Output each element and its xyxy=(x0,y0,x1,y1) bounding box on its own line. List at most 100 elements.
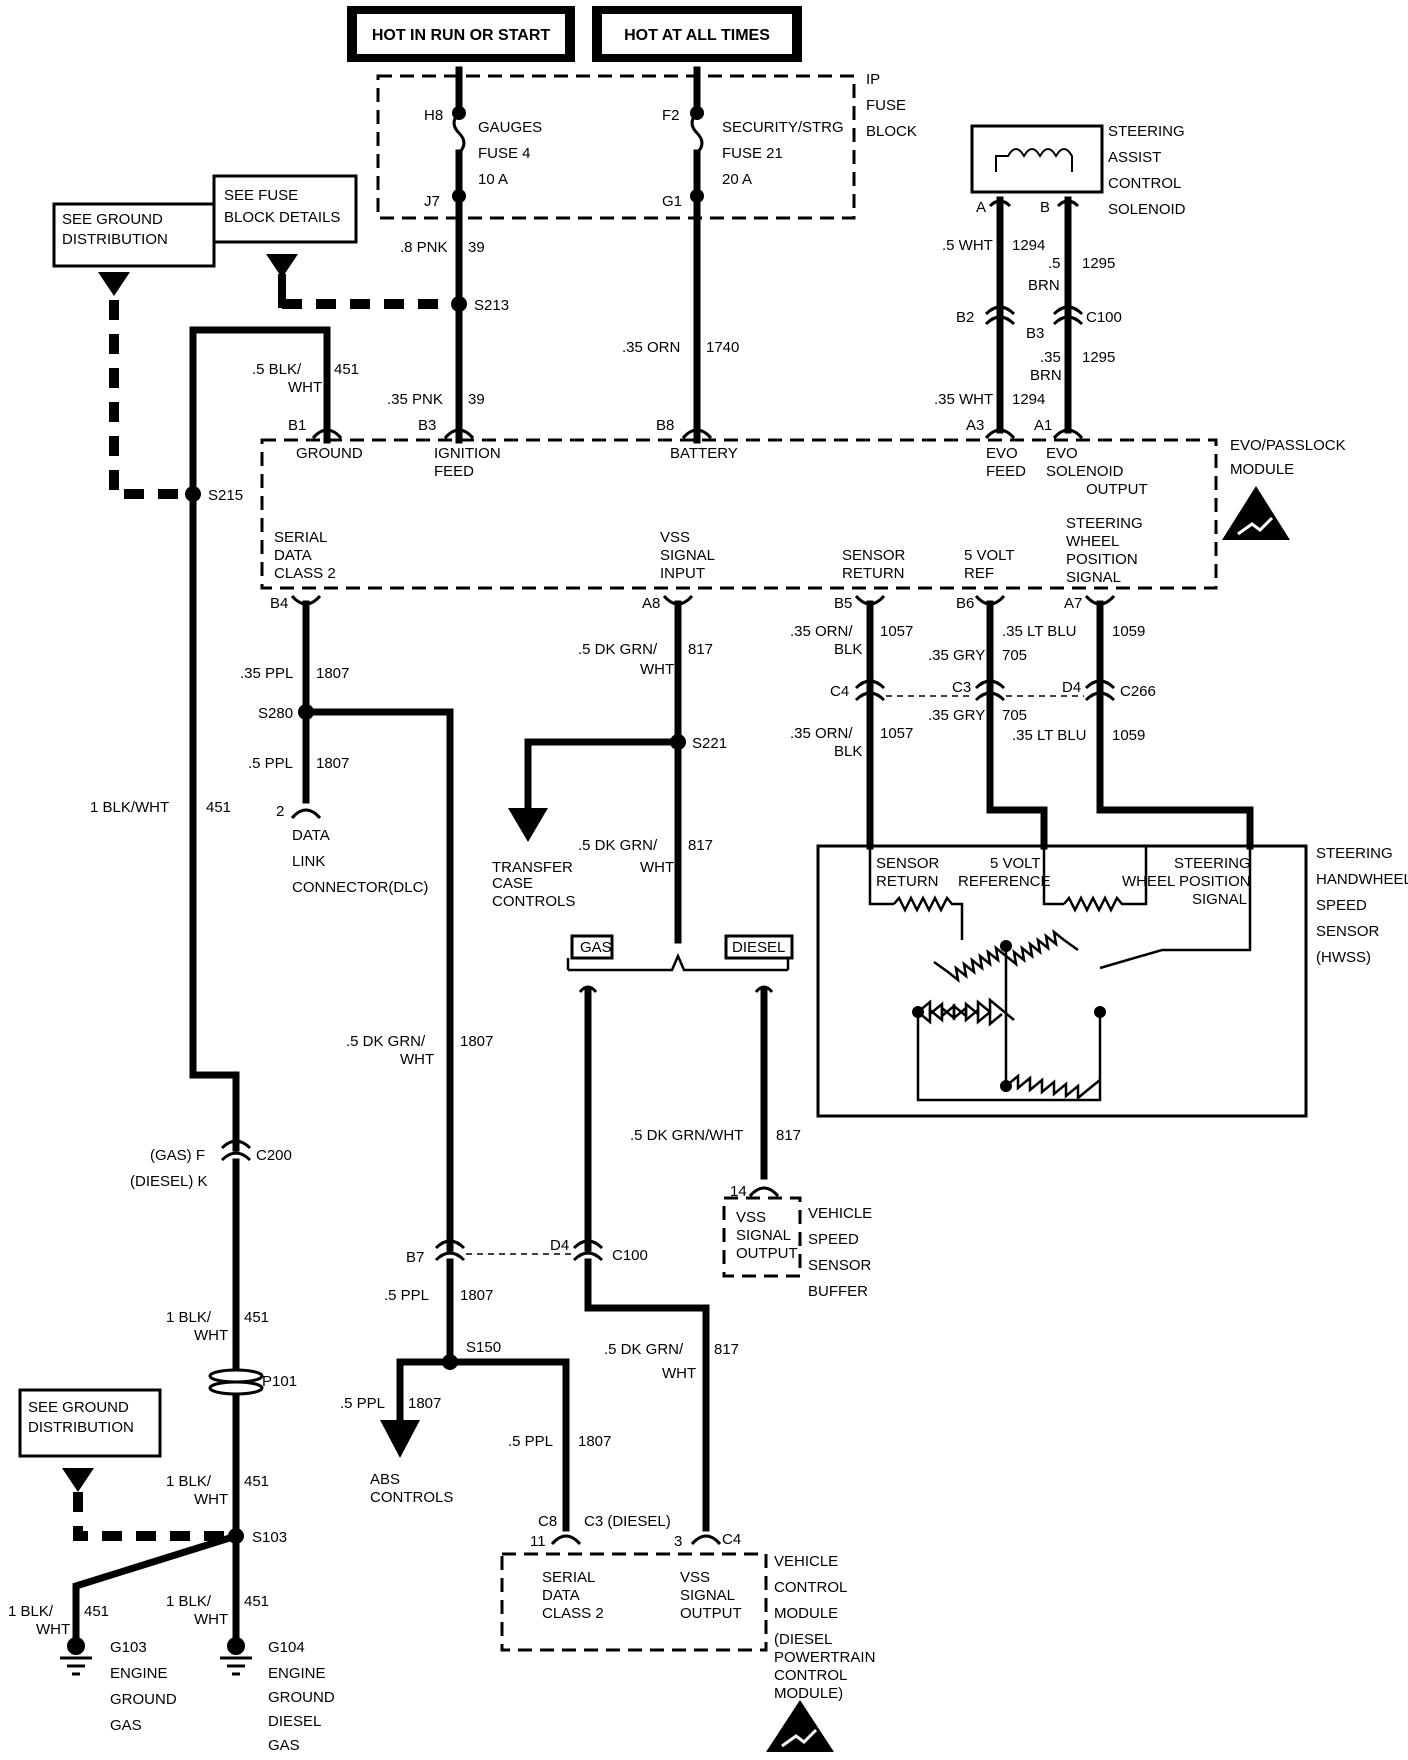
see-fuse-block-details-box xyxy=(212,174,358,244)
wire-label-817c: 817 xyxy=(776,1127,801,1144)
svg-text:DIESEL: DIESEL xyxy=(268,1713,321,1730)
svg-text:SPEED: SPEED xyxy=(808,1231,859,1248)
wire-label-39b: 39 xyxy=(468,391,485,408)
wire-label-orn35b-b: .35 ORN/ xyxy=(790,725,853,742)
svg-text:G104: G104 xyxy=(268,1639,305,1656)
svg-text:STEERING: STEERING xyxy=(1174,855,1251,872)
splice-s213 xyxy=(451,296,467,312)
c200-diesel-label: (DIESEL) K xyxy=(130,1173,208,1190)
g104-terminal xyxy=(227,1637,245,1655)
hwss-box xyxy=(816,844,1308,1118)
wire-label-1740: 1740 xyxy=(706,339,739,356)
pin-c4: C4 xyxy=(830,683,849,700)
wire-label-705b: 705 xyxy=(1002,707,1027,724)
see-ground-label-1: SEE GROUND xyxy=(62,211,163,228)
gauges-fuse-symbol xyxy=(452,111,466,155)
svg-text:SENSOR: SENSOR xyxy=(876,855,940,872)
svg-text:SIGNAL: SIGNAL xyxy=(1192,891,1247,908)
wire-label-wht5: .5 WHT xyxy=(942,237,993,254)
svg-text:MODULE): MODULE) xyxy=(774,1685,843,1702)
wire-label-wht-g: WHT xyxy=(36,1621,70,1638)
svg-text:20 A: 20 A xyxy=(722,171,752,188)
wire-label-wht-f: WHT xyxy=(194,1491,228,1508)
module-steer-pos-label: STEERING WHEEL POSITION SIGNAL xyxy=(1066,515,1143,586)
splice-s215 xyxy=(185,486,201,502)
wire-label-ppl5a: .5 PPL xyxy=(248,755,293,772)
vcm-outline xyxy=(500,1552,768,1652)
see-fuse-label-2: BLOCK DETAILS xyxy=(224,209,340,226)
wire-label-451d: 451 xyxy=(244,1473,269,1490)
solenoid-coil-icon xyxy=(995,148,1073,172)
wire-label-blk5: .5 BLK/ xyxy=(252,361,302,378)
wire-label-1807f: 1807 xyxy=(578,1433,611,1450)
wire-817-lower xyxy=(584,1258,710,1532)
svg-text:CONNECTOR(DLC): CONNECTOR(DLC) xyxy=(292,879,428,896)
wire-label-1807b: 1807 xyxy=(316,755,349,772)
splice-s280-label: S280 xyxy=(258,705,293,722)
wire-label-451e: 451 xyxy=(84,1603,109,1620)
wire-label-1807c: 1807 xyxy=(460,1033,493,1050)
g104-ground-icon xyxy=(218,1656,254,1676)
svg-text:STEERING: STEERING xyxy=(1316,845,1393,862)
vcm-pin-11 xyxy=(550,1534,582,1546)
svg-text:BLOCK: BLOCK xyxy=(866,123,917,140)
svg-text:REF: REF xyxy=(964,565,994,582)
gas-label: GAS xyxy=(580,939,612,956)
svg-text:VSS: VSS xyxy=(680,1569,710,1586)
steering-solenoid-box xyxy=(970,124,1104,194)
wire-label-1295a: 1295 xyxy=(1082,255,1115,272)
svg-text:WHEEL POSITION: WHEEL POSITION xyxy=(1122,873,1251,890)
connector-c100b-label: C100 xyxy=(612,1247,648,1264)
svg-text:FEED: FEED xyxy=(434,463,474,480)
esd-warning-icon-vcm xyxy=(766,1700,834,1752)
svg-text:10 A: 10 A xyxy=(478,171,508,188)
svg-text:ENGINE: ENGINE xyxy=(110,1665,168,1682)
svg-text:REFERENCE: REFERENCE xyxy=(958,873,1051,890)
wire-label-brn5: .5 xyxy=(1048,255,1061,272)
hot-in-run-start-box: HOT IN RUN OR START xyxy=(347,6,575,62)
svg-text:INPUT: INPUT xyxy=(660,565,705,582)
connector-c266-label: C266 xyxy=(1120,683,1156,700)
hwss-5v-ref: 5 VOLT REFERENCE xyxy=(958,855,1051,890)
svg-text:POWERTRAIN: POWERTRAIN xyxy=(774,1649,875,1666)
svg-text:SPEED: SPEED xyxy=(1316,897,1367,914)
svg-text:GROUND: GROUND xyxy=(110,1691,177,1708)
vss-buffer-title: VEHICLE SPEED SENSOR BUFFER xyxy=(808,1205,872,1300)
see-ground-distribution-box-bottom xyxy=(18,1388,162,1458)
fuse-detail-arrow-icon xyxy=(266,254,298,278)
svg-text:SENSOR: SENSOR xyxy=(1316,923,1380,940)
svg-text:HANDWHEEL: HANDWHEEL xyxy=(1316,871,1408,888)
pin-c8: C8 xyxy=(538,1513,557,1530)
splice-s103-label: S103 xyxy=(252,1529,287,1546)
svg-text:CONTROLS: CONTROLS xyxy=(370,1489,453,1506)
svg-text:RETURN: RETURN xyxy=(842,565,905,582)
connector-c100-label: C100 xyxy=(1086,309,1122,326)
connector-c4 xyxy=(854,679,886,702)
pin-b7: B7 xyxy=(406,1249,424,1266)
svg-text:ASSIST: ASSIST xyxy=(1108,149,1161,166)
svg-text:VEHICLE: VEHICLE xyxy=(808,1205,872,1222)
wire-label-wht-d: WHT xyxy=(662,1365,696,1382)
see-ground-distribution-box-top xyxy=(52,202,216,268)
svg-text:SIGNAL: SIGNAL xyxy=(1066,569,1121,586)
wire-label-705a: 705 xyxy=(1002,647,1027,664)
pin-c3: C3 xyxy=(952,679,971,696)
svg-text:5 VOLT: 5 VOLT xyxy=(990,855,1041,872)
wire-label-451f: 451 xyxy=(244,1593,269,1610)
wire-label-1807d: 1807 xyxy=(460,1287,493,1304)
svg-text:FUSE: FUSE xyxy=(866,97,906,114)
connector-c200 xyxy=(220,1139,252,1162)
wire-transfer-case xyxy=(524,738,682,812)
wire-label-blk-a: BLK xyxy=(834,641,862,658)
wire-label-1294a: 1294 xyxy=(1012,237,1045,254)
svg-text:SOLENOID: SOLENOID xyxy=(1108,201,1186,218)
pin-j7: J7 xyxy=(424,193,440,210)
connector-c3 xyxy=(974,679,1006,702)
pin-c4b: C4 xyxy=(722,1531,741,1548)
diesel-tag xyxy=(724,934,794,960)
wire-label-pnk8: .8 PNK xyxy=(400,239,448,256)
wire-label-wht-a: WHT xyxy=(640,661,674,678)
gas-pin xyxy=(578,985,598,993)
ip-fuse-block-label: IP FUSE BLOCK xyxy=(866,71,917,140)
